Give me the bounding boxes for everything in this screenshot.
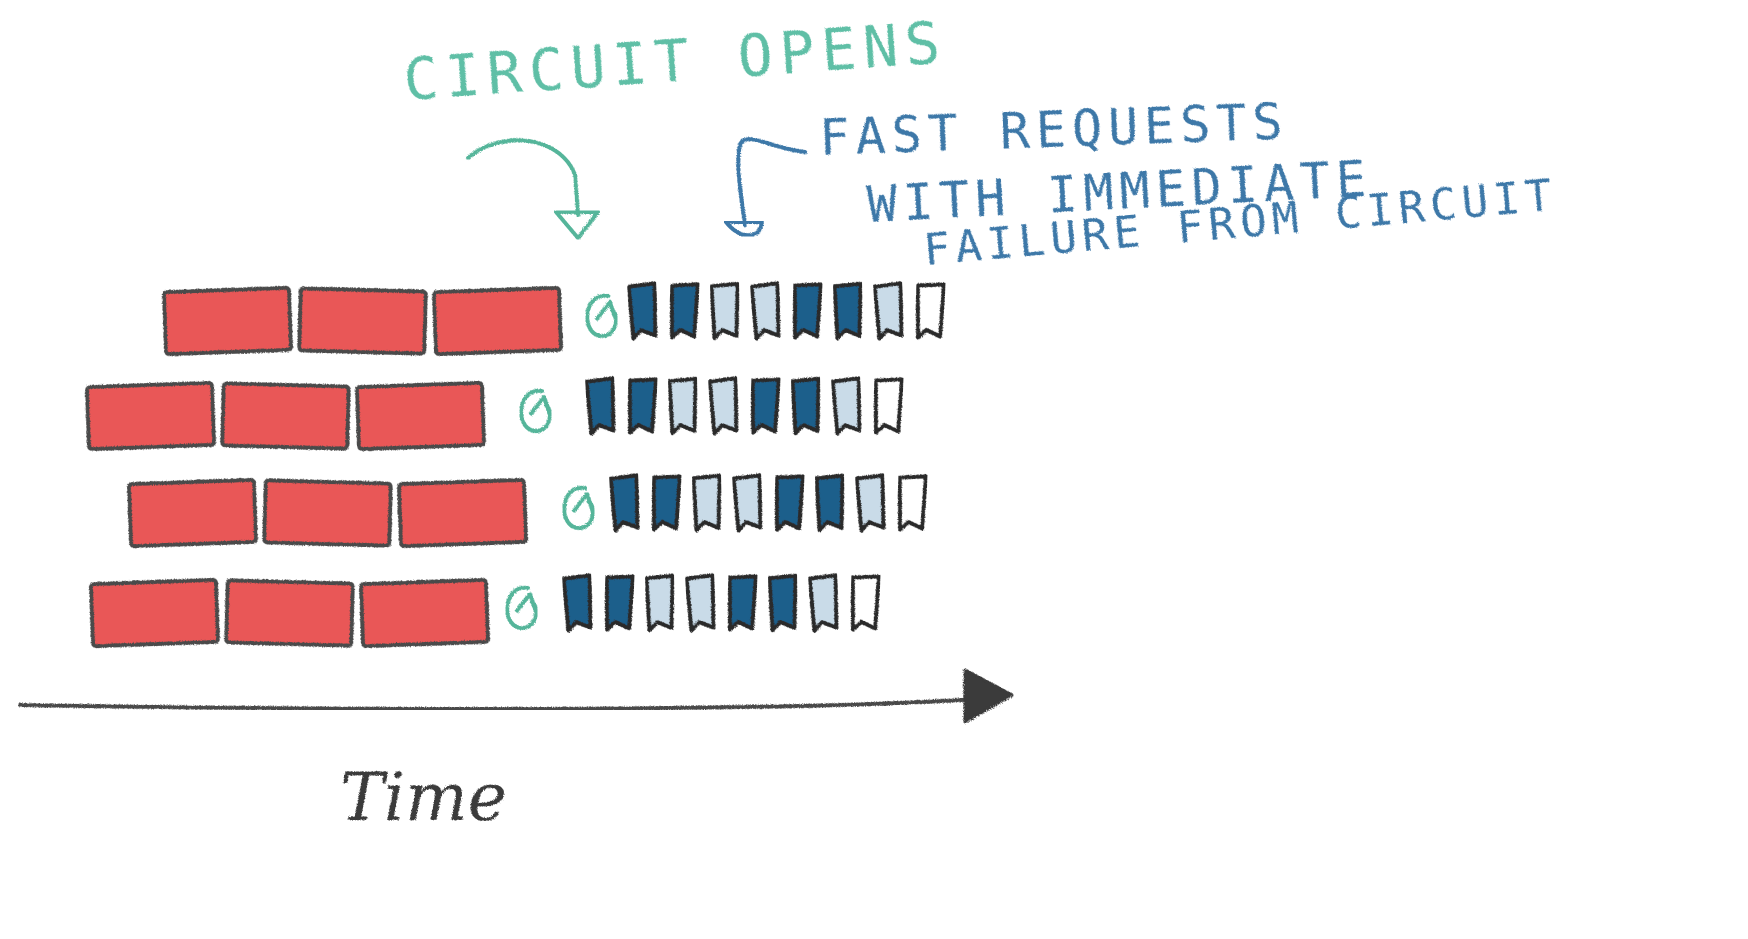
fast-fail-request bbox=[669, 282, 700, 340]
slow-request-block bbox=[224, 578, 355, 648]
fast-fail-request bbox=[854, 473, 886, 533]
request-row bbox=[85, 376, 904, 452]
fast-fail-request bbox=[872, 281, 904, 341]
fast-fail-request bbox=[667, 376, 698, 436]
fast-fail-request bbox=[691, 473, 722, 533]
circuit-open-icon bbox=[562, 485, 595, 531]
fast-fail-request bbox=[626, 281, 658, 341]
request-row bbox=[89, 573, 881, 649]
request-row bbox=[127, 473, 928, 549]
fast-fail-request bbox=[830, 376, 862, 436]
fast-fail-request bbox=[915, 282, 946, 340]
fast-fail-request bbox=[709, 281, 740, 341]
slow-request-block bbox=[297, 286, 428, 356]
fast-fail-request bbox=[684, 573, 716, 633]
slow-request-block bbox=[432, 285, 563, 357]
fast-fail-request bbox=[807, 573, 839, 633]
fast-fail-request bbox=[850, 574, 881, 632]
fast-fail-request bbox=[750, 377, 781, 435]
fast-fail-request bbox=[608, 473, 640, 533]
fast-fail-request bbox=[727, 574, 758, 632]
request-row bbox=[162, 281, 946, 357]
circuit-opens-label: CIRCUIT OPENS bbox=[401, 8, 949, 114]
fast-fail-request bbox=[604, 574, 635, 632]
slow-request-block bbox=[355, 380, 486, 452]
fast-requests-annotation: FAST REQUESTS WITH IMMEDIATE FAILURE FRO… bbox=[724, 93, 1559, 276]
slow-request-block bbox=[262, 478, 393, 548]
circuit-open-icon bbox=[519, 388, 552, 434]
fast-fail-request bbox=[584, 376, 616, 436]
fast-fail-request bbox=[897, 474, 928, 532]
fast-fail-request bbox=[814, 473, 845, 533]
time-axis: Time bbox=[18, 668, 1014, 836]
fast-fail-request bbox=[749, 281, 781, 341]
fast-fail-request bbox=[731, 473, 763, 533]
slow-request-block bbox=[85, 380, 216, 452]
slow-request-block bbox=[220, 381, 351, 451]
slow-request-block bbox=[127, 477, 258, 549]
circuit-open-icon bbox=[505, 585, 538, 631]
time-axis-line bbox=[18, 696, 992, 712]
circuit-open-icon bbox=[585, 293, 618, 339]
slow-request-block bbox=[359, 577, 490, 649]
fast-fail-request bbox=[792, 282, 823, 340]
fast-fail-request bbox=[767, 573, 798, 633]
fast-fail-request bbox=[873, 377, 904, 435]
slow-request-block bbox=[162, 285, 293, 357]
time-axis-arrowhead-icon bbox=[963, 668, 1014, 724]
fast-fail-request bbox=[644, 573, 675, 633]
fast-fail-request bbox=[790, 376, 821, 436]
fast-fail-request bbox=[561, 573, 593, 633]
request-rows bbox=[85, 281, 946, 649]
fast-fail-request bbox=[627, 377, 658, 435]
circuit-opens-arrow bbox=[466, 138, 580, 217]
fast-fail-request bbox=[774, 474, 805, 532]
fast-fail-request bbox=[651, 474, 682, 532]
fast-fail-request bbox=[707, 376, 739, 436]
fast-requests-arrow bbox=[736, 137, 807, 227]
time-axis-label: Time bbox=[340, 759, 507, 836]
fast-requests-line-1: FAST REQUESTS bbox=[818, 93, 1289, 167]
fast-fail-request bbox=[832, 281, 863, 341]
slow-request-block bbox=[397, 477, 528, 549]
circuit-opens-arrowhead-icon bbox=[554, 210, 600, 240]
slow-request-block bbox=[89, 577, 220, 649]
fast-requests-arrowhead-icon bbox=[724, 220, 764, 238]
